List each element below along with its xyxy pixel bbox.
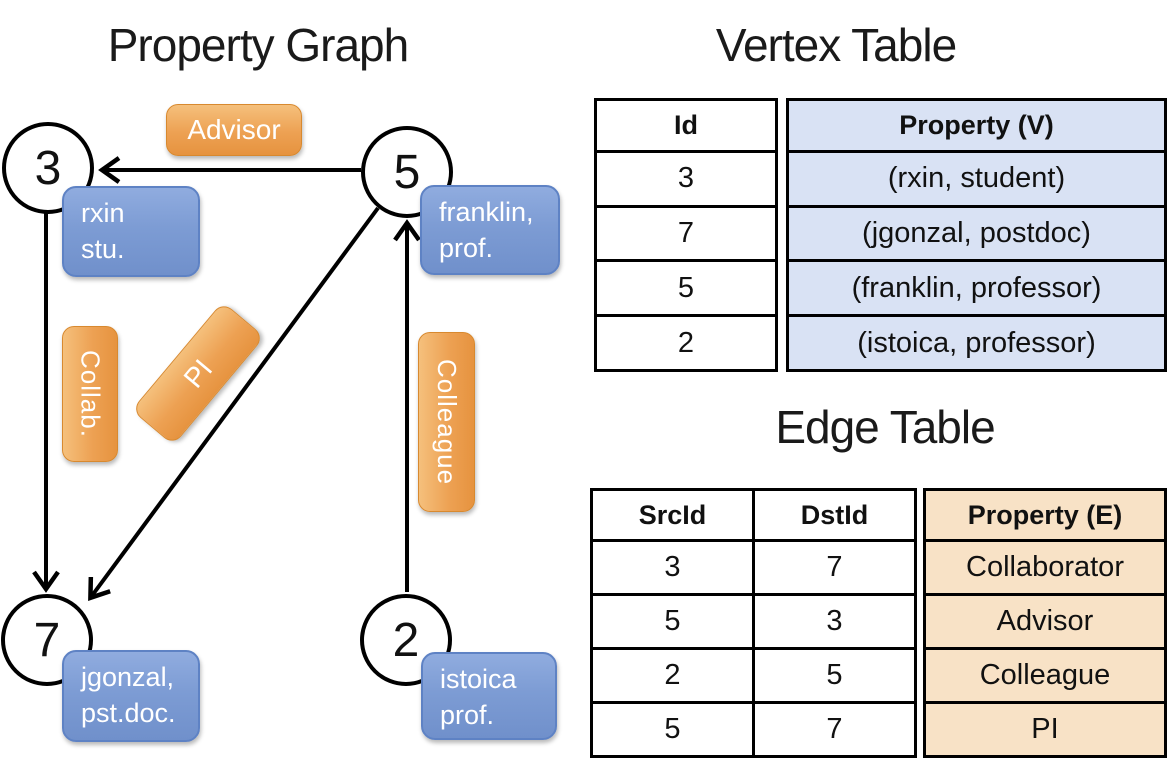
- edge-label-pi-text: PI: [177, 353, 218, 394]
- edge-table-property-cell: Colleague: [923, 647, 1167, 704]
- vertex-table-property-cell: (franklin, professor): [786, 259, 1167, 318]
- edge-table-property-cell: Advisor: [923, 593, 1167, 650]
- edge-table-property-header: Property (E): [923, 488, 1167, 542]
- vertex-property-box-5-line1: franklin,: [439, 197, 534, 227]
- graph-node-7-id: 7: [33, 613, 61, 667]
- vertex-table-property-cell: (rxin, student): [786, 149, 1167, 208]
- edge-table-srcid-header: SrcId: [590, 488, 755, 542]
- edge-table-dstid-cell: 7: [752, 701, 917, 758]
- edge-table-srcid-cell: 2: [590, 647, 755, 704]
- edge-label-colleague-text: Colleague: [432, 358, 462, 486]
- vertex-property-box-2-line1: istoica: [440, 664, 517, 694]
- vertex-table-property-column: Property (V) (rxin, student) (jgonzal, p…: [786, 98, 1167, 372]
- vertex-table-id-column: Id 3 7 5 2: [594, 98, 778, 372]
- edge-table-dstid-cell: 5: [752, 647, 917, 704]
- edge-table-dstid-header: DstId: [752, 488, 917, 542]
- vertex-property-box-7: jgonzal, pst.doc.: [62, 650, 200, 742]
- edge-pi-5-to-7: [88, 206, 380, 601]
- vertex-property-box-5-line2: prof.: [439, 232, 494, 263]
- vertex-property-box-3-line1: rxin: [81, 198, 125, 228]
- property-graph-title: Property Graph: [107, 19, 409, 71]
- vertex-table-title: Vertex Table: [715, 19, 957, 71]
- vertex-table-id-header: Id: [594, 98, 778, 153]
- vertex-property-box-5: franklin, prof.: [420, 185, 560, 275]
- vertex-table-property-header: Property (V): [786, 98, 1167, 153]
- vertex-property-box-3: rxin stu.: [62, 186, 200, 277]
- graph-node-3-id: 3: [34, 141, 62, 195]
- vertex-property-box-7-line1: jgonzal,: [81, 662, 175, 692]
- vertex-table-property-cell: (jgonzal, postdoc): [786, 204, 1167, 263]
- edge-table-dstid-cell: 7: [752, 539, 917, 596]
- edge-label-collab: Collab.: [62, 326, 118, 462]
- vertex-property-box-2: istoica prof.: [421, 652, 557, 740]
- vertex-table-id-cell: 3: [594, 149, 778, 208]
- edge-table-srcid-cell: 5: [590, 701, 755, 758]
- edge-table-property-cell: PI: [923, 701, 1167, 758]
- edge-label-colleague: Colleague: [418, 332, 475, 512]
- graph-edges-canvas: [32, 156, 421, 601]
- edge-table-property-cell: Collaborator: [923, 539, 1167, 596]
- vertex-table-id-cell: 7: [594, 204, 778, 263]
- edge-label-advisor: Advisor: [166, 104, 302, 156]
- vertex-table-id-cell: 2: [594, 314, 778, 372]
- vertex-property-box-2-line2: prof.: [440, 699, 495, 730]
- edge-table-srcid-cell: 5: [590, 593, 755, 650]
- edge-table-property-column: Property (E) Collaborator Advisor Collea…: [923, 488, 1167, 758]
- graph-node-5-id: 5: [393, 145, 421, 199]
- vertex-property-box-7-line2: pst.doc.: [81, 697, 176, 728]
- graph-node-2: 2: [360, 594, 452, 686]
- edge-table-id-columns: SrcId DstId 3 7 5 3 2 5 5 7: [590, 488, 917, 758]
- edge-label-advisor-text: Advisor: [187, 114, 281, 145]
- vertex-property-box-3-line2: stu.: [81, 233, 125, 264]
- vertex-table-id-cell: 5: [594, 259, 778, 318]
- vertex-table-property-cell: (istoica, professor): [786, 314, 1167, 372]
- edge-label-collab-text: Collab.: [75, 350, 106, 438]
- graph-node-5: 5: [361, 126, 453, 218]
- edge-table-title: Edge Table: [775, 401, 995, 453]
- graph-node-2-id: 2: [392, 613, 420, 667]
- edge-table-dstid-cell: 3: [752, 593, 917, 650]
- edge-table-srcid-cell: 3: [590, 539, 755, 596]
